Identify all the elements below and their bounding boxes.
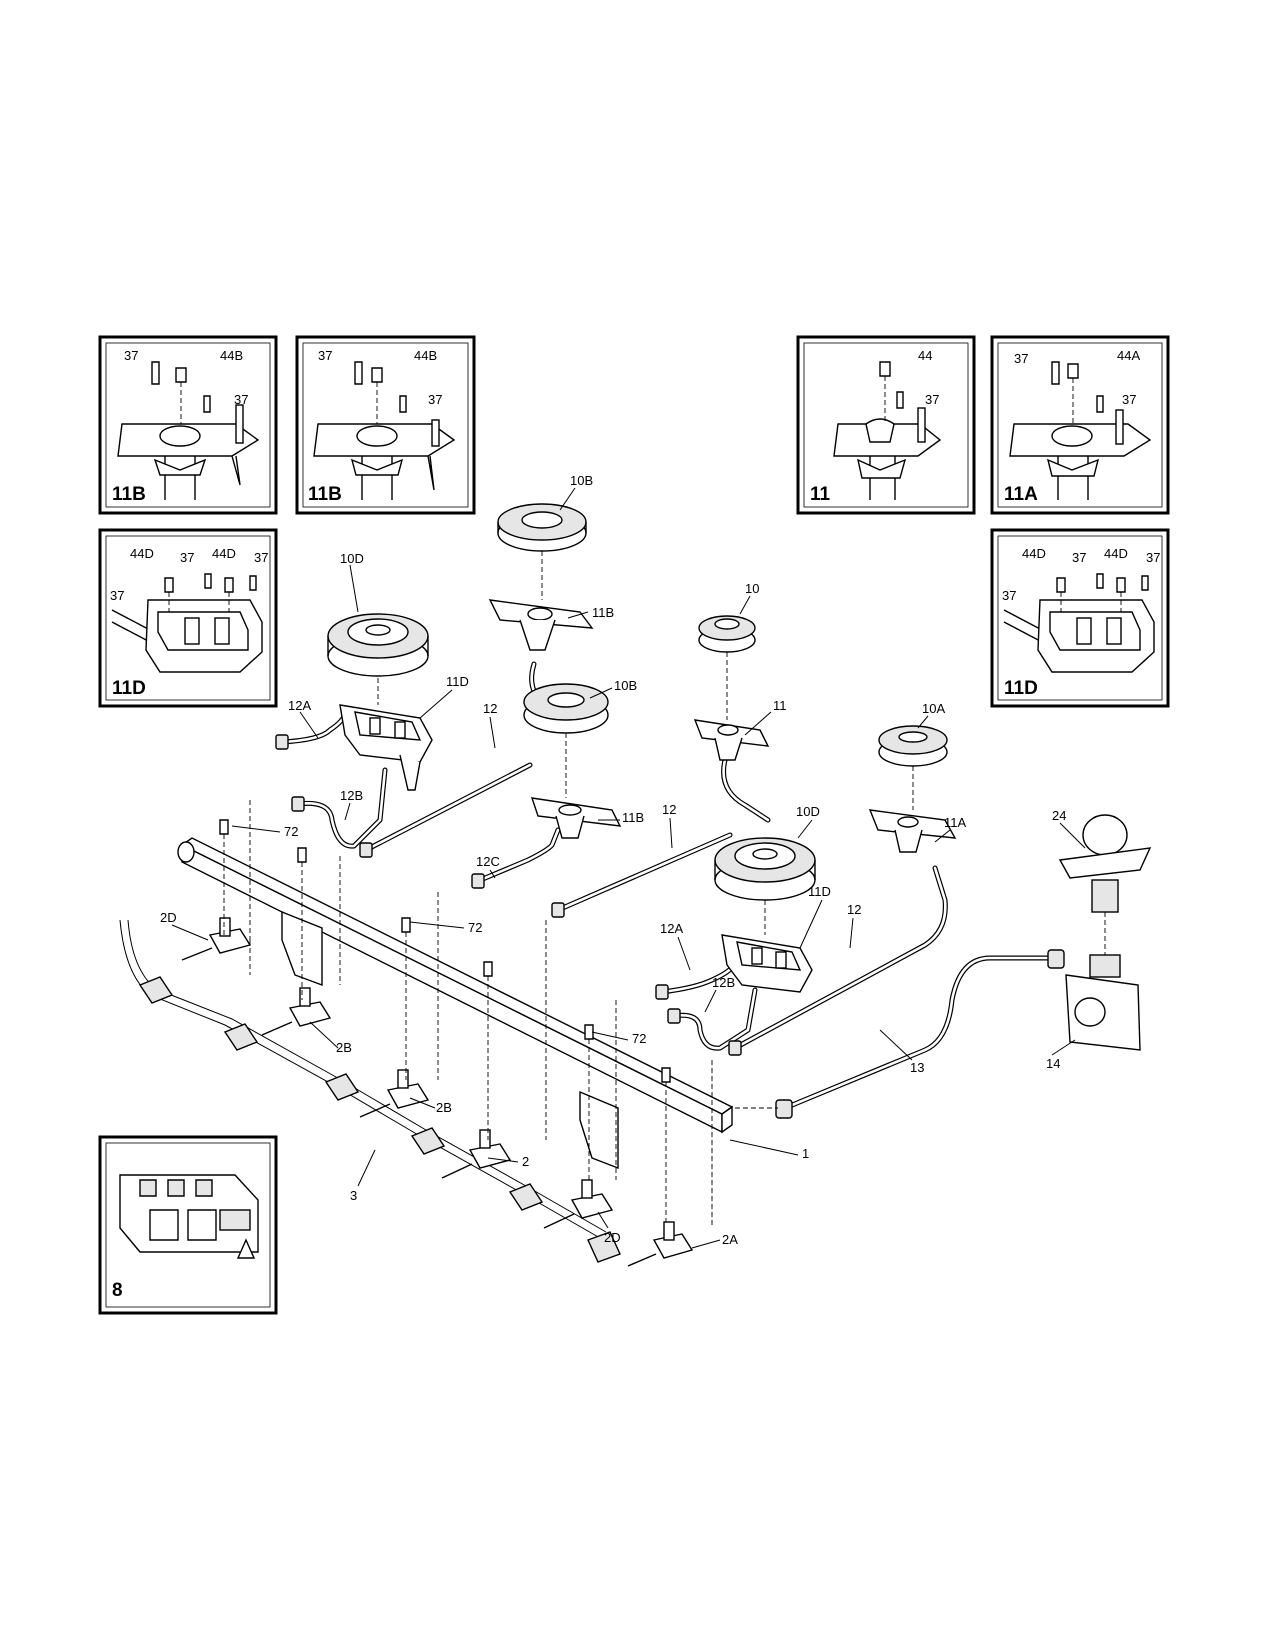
- callout-11d-right: 11D: [808, 884, 831, 899]
- inset-label-37-e: 37: [925, 392, 939, 407]
- inset-11a: 37 44A 37 11A: [990, 335, 1170, 515]
- inset-label-37-f: 37: [1014, 351, 1028, 366]
- screws-72: [219, 819, 671, 1083]
- callout-10d-left: 10D: [340, 551, 364, 566]
- inset-label-37-c: 37: [318, 348, 332, 363]
- callout-1: 1: [802, 1146, 809, 1161]
- callout-11a: 11A: [944, 815, 966, 830]
- inset-id-11: 11: [810, 484, 831, 505]
- callout-24: 24: [1052, 808, 1066, 823]
- callout-10d-right: 10D: [796, 804, 820, 819]
- callout-11b-top: 11B: [592, 605, 614, 620]
- inset-label-37-b: 37: [234, 392, 248, 407]
- inset-11b-left: 37 44B 37 11B: [98, 335, 278, 515]
- valve-2: [441, 1129, 512, 1179]
- inset-label-37-g: 37: [1122, 392, 1136, 407]
- inset-id-11a: 11A: [1004, 484, 1038, 505]
- valve-2b-b: [359, 1069, 430, 1118]
- callout-2a: 2A: [722, 1232, 738, 1247]
- burner-cap-11b-top: [488, 599, 594, 651]
- burner-10b-top: [497, 503, 587, 552]
- callout-10b-mid: 10B: [614, 678, 637, 693]
- burner-cap-11b-mid: [530, 797, 622, 839]
- valve-2a: [627, 1221, 694, 1267]
- callout-72-c: 72: [632, 1031, 646, 1046]
- callout-10a: 10A: [922, 701, 945, 716]
- callout-12b-right: 12B: [712, 975, 735, 990]
- inset-id-11b-left: 11B: [112, 484, 146, 505]
- callout-2: 2: [522, 1154, 529, 1169]
- inset-label-37-l: 37: [1146, 550, 1160, 565]
- callout-11d-left: 11D: [446, 674, 469, 689]
- inset-label-37-a: 37: [124, 348, 138, 363]
- manifold-brackets: [281, 910, 619, 1170]
- inset-11d-left: 44D 37 44D 37 37 11D: [98, 528, 278, 708]
- callout-2b-b: 2B: [436, 1100, 452, 1115]
- callout-12-center: 12: [662, 802, 676, 817]
- callout-leaders: [171, 487, 1086, 1249]
- burner-10: [698, 615, 756, 653]
- callout-12c: 12C: [476, 854, 500, 869]
- inset-label-37-d: 37: [428, 392, 442, 407]
- inset-8-spark-module: 8: [98, 1135, 278, 1315]
- inset-id-11b-right: 11B: [308, 484, 342, 505]
- callout-12a-left: 12A: [288, 698, 311, 713]
- inset-label-44b: 44B: [220, 348, 243, 363]
- tube-fittings: [275, 734, 1065, 1119]
- callout-2d-left: 2D: [160, 910, 177, 925]
- ignition-wire-harness: [119, 919, 621, 1263]
- callout-72-b: 72: [468, 920, 482, 935]
- burner-10a: [878, 725, 948, 767]
- burner-base-11d-left: [339, 704, 433, 791]
- burner-cap-11: [693, 719, 770, 761]
- inset-label-44d-b: 44D: [212, 546, 236, 561]
- inset-11d-right: 44D 37 44D 37 37 11D: [990, 528, 1170, 708]
- callout-11b-mid: 11B: [622, 810, 644, 825]
- burner-10d-right: [714, 837, 816, 901]
- inset-label-44b-2: 44B: [414, 348, 437, 363]
- inset-label-37-k: 37: [1072, 550, 1086, 565]
- inset-label-44d-c: 44D: [1022, 546, 1046, 561]
- valve-2d-left: [181, 917, 252, 961]
- inset-11: 44 37 11: [796, 335, 976, 515]
- inset-id-8: 8: [112, 1280, 123, 1301]
- inset-label-37-j: 37: [110, 588, 124, 603]
- burner-cap-11a: [868, 809, 957, 853]
- inset-label-44: 44: [918, 348, 932, 363]
- burner-10b-mid: [523, 683, 609, 734]
- callout-12-left: 12: [483, 701, 497, 716]
- pressure-regulator: [1058, 814, 1152, 1051]
- inset-label-37-h: 37: [180, 550, 194, 565]
- callout-13: 13: [910, 1060, 924, 1075]
- inset-label-44a: 44A: [1117, 348, 1140, 363]
- valve-2b-a: [261, 987, 332, 1036]
- valve-2d-right: [543, 1179, 614, 1229]
- callout-3: 3: [350, 1188, 357, 1203]
- callout-14: 14: [1046, 1056, 1060, 1071]
- burner-10d-left: [327, 613, 429, 677]
- assembly-lines: [223, 551, 914, 1225]
- burner-base-11d-right: [721, 934, 813, 993]
- inset-label-37-i: 37: [254, 550, 268, 565]
- inset-id-11d-right: 11D: [1004, 678, 1038, 699]
- inset-label-37-m: 37: [1002, 588, 1016, 603]
- callout-11: 11: [773, 698, 787, 713]
- inset-id-11d-left: 11D: [112, 678, 146, 699]
- callout-10b-top: 10B: [570, 473, 593, 488]
- callout-labels: 10B 11B 10D 11D 12A 12 10B 12B 10 11 10A…: [160, 473, 1066, 1247]
- inset-11b-right: 37 44B 37 11B: [295, 335, 476, 515]
- inset-label-44d-a: 44D: [130, 546, 154, 561]
- callout-10: 10: [745, 581, 759, 596]
- callout-12a-right: 12A: [660, 921, 683, 936]
- inset-label-44d-d: 44D: [1104, 546, 1128, 561]
- callout-12-right: 12: [847, 902, 861, 917]
- callout-2b-a: 2B: [336, 1040, 352, 1055]
- callout-12b-left: 12B: [340, 788, 363, 803]
- manifold-pipe: [177, 837, 734, 1134]
- callout-2d-right: 2D: [604, 1230, 621, 1245]
- harness-clips: [138, 976, 621, 1263]
- callout-72-a: 72: [284, 824, 298, 839]
